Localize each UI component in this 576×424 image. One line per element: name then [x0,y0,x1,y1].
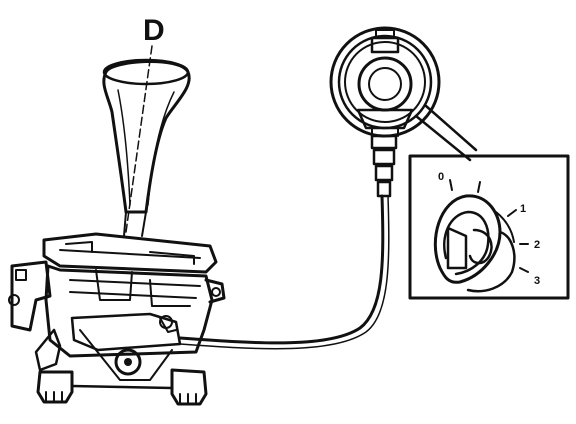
lever-axis-line [125,45,153,233]
position-switch [329,26,441,138]
selector-housing [8,232,226,406]
switch-position-label-2: 2 [534,239,540,251]
switch-position-label-3: 3 [534,275,540,287]
gear-position-label: D [143,14,165,47]
switch-detail-inset [408,154,570,300]
switch-position-label-1: 1 [520,203,526,215]
cable-connector [370,134,398,198]
switch-position-label-0: 0 [438,171,444,183]
switch-cable [178,194,385,345]
detail-leader-line [424,104,478,152]
pivot-bolt-icon [124,358,132,366]
